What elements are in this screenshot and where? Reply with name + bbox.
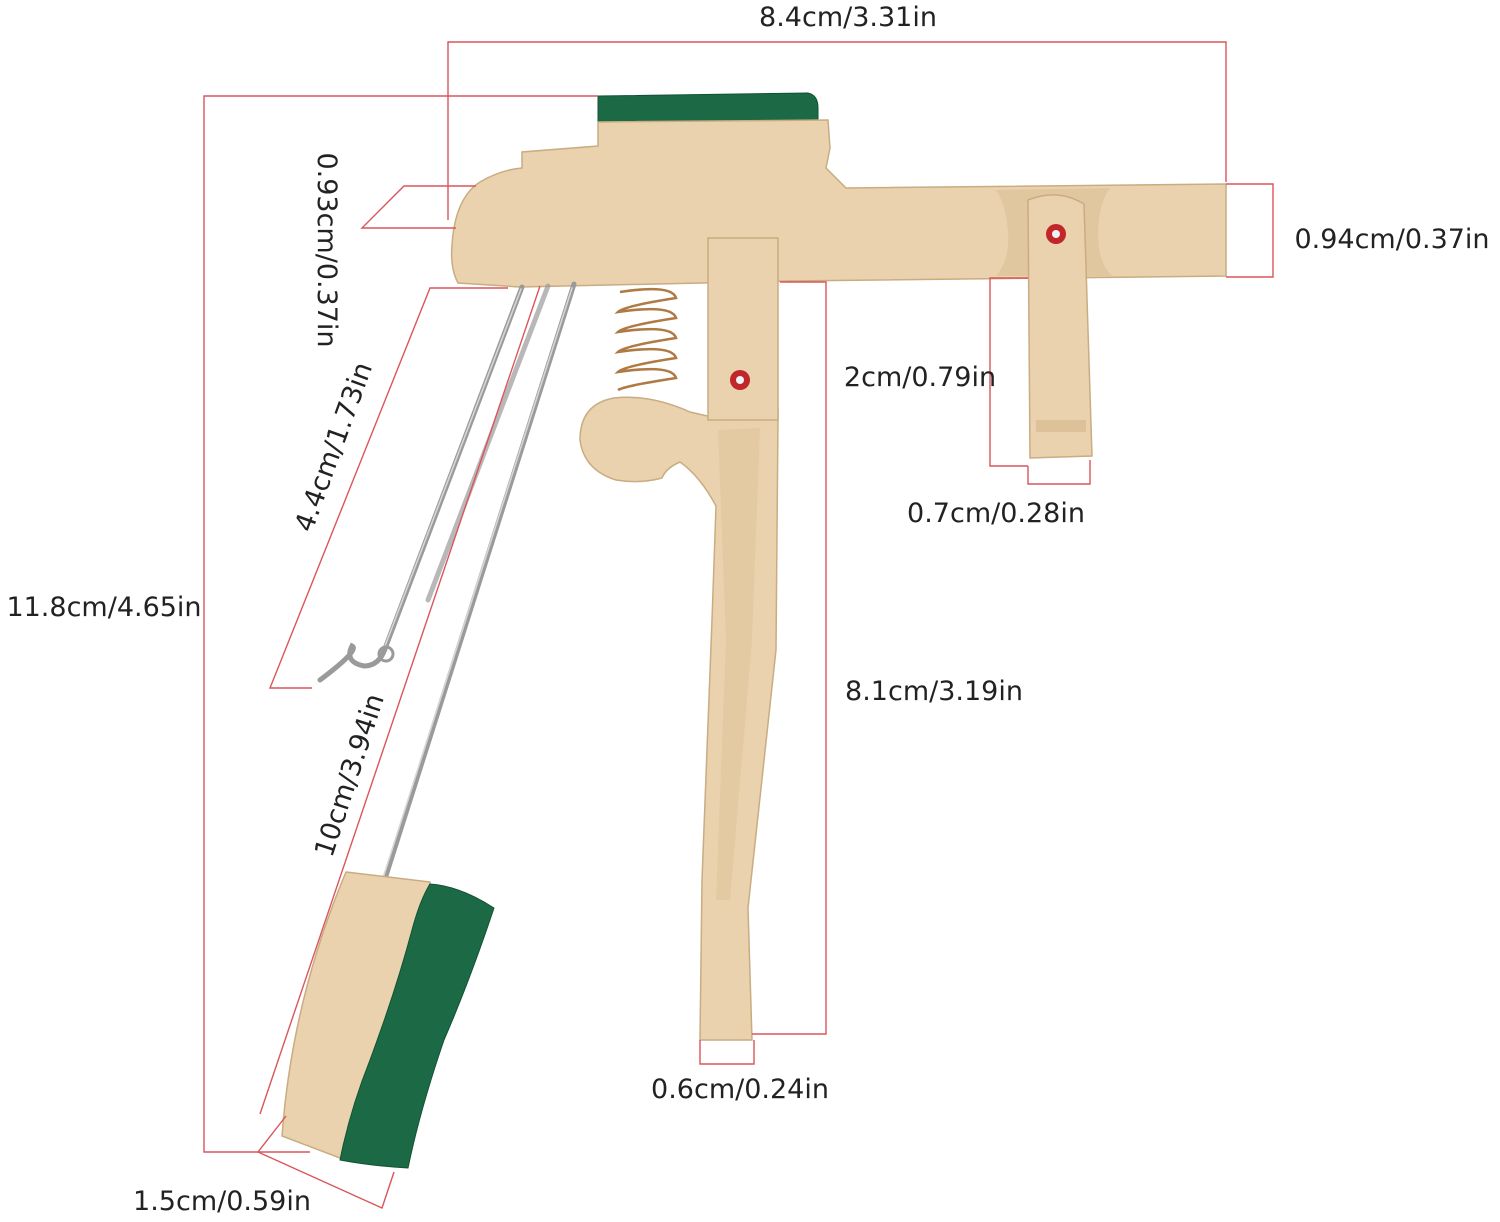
dim-line-left-thickness <box>360 185 476 229</box>
damper-wire-icon <box>381 281 577 885</box>
label-damper-wire: 10cm/3.94in <box>309 690 391 861</box>
label-right-thickness: 0.94cm/0.37in <box>1294 224 1489 255</box>
damper-felt-pad <box>339 883 495 1169</box>
jack-notch <box>1036 420 1086 432</box>
label-lever-length: 8.1cm/3.19in <box>845 676 1023 707</box>
main-wood-body <box>450 119 1227 288</box>
dim-line-top-width <box>447 41 1227 220</box>
label-overall-height: 11.8cm/4.65in <box>6 592 201 623</box>
dim-line-jack-height <box>989 277 1028 467</box>
label-lever-width: 0.6cm/0.24in <box>651 1074 829 1105</box>
dim-line-damper-width <box>256 1115 395 1209</box>
label-jack-width: 0.7cm/0.28in <box>907 498 1085 529</box>
upper-wire-icon <box>317 284 525 683</box>
lever-inner-shade <box>716 428 760 900</box>
jack-piece <box>1027 194 1093 459</box>
label-left-thickness: 0.93cm/0.37in <box>311 152 342 347</box>
dimension-lines <box>203 41 1274 1209</box>
dim-line-jack-width <box>1027 460 1091 485</box>
piano-action-assembly-icon <box>281 92 1227 1169</box>
label-damper-width: 1.5cm/0.59in <box>133 1186 311 1217</box>
jack-pin-icon <box>1046 224 1066 244</box>
dim-line-lever-length <box>752 281 827 1035</box>
block-pin-icon <box>730 370 750 390</box>
label-jack-height: 2cm/0.79in <box>844 362 996 393</box>
label-upper-wire: 4.4cm/1.73in <box>289 358 379 536</box>
dim-line-right-thickness <box>1226 183 1274 278</box>
spring-icon <box>614 287 678 392</box>
dim-line-upper-wire <box>268 287 508 689</box>
lever-wood <box>579 396 779 1041</box>
upright-block <box>707 237 779 421</box>
dim-line-lever-width <box>699 1040 755 1065</box>
top-felt-pad <box>597 92 819 125</box>
label-top-width: 8.4cm/3.31in <box>759 2 937 33</box>
dim-line-damper-wire <box>259 285 541 1115</box>
dim-line-overall-height <box>203 95 598 1153</box>
